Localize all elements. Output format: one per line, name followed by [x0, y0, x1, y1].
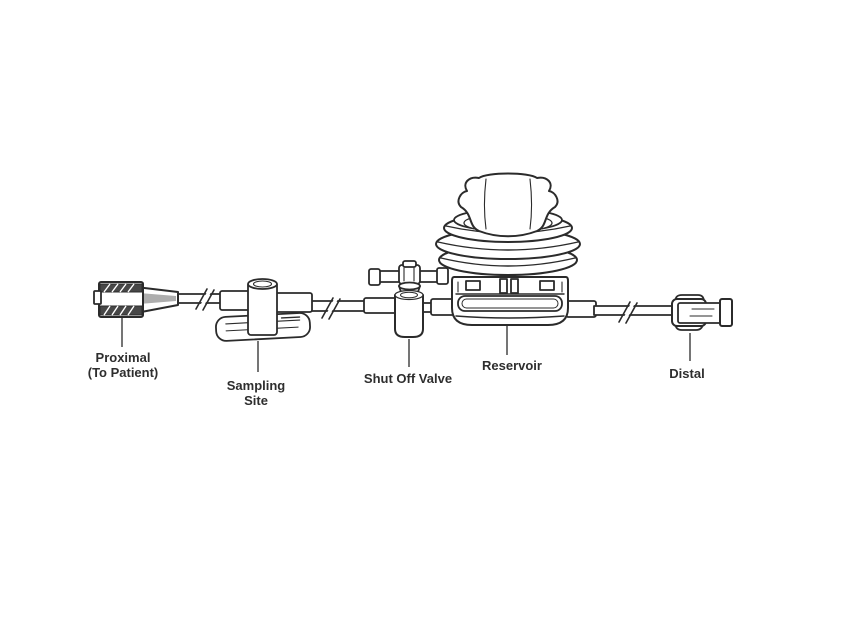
- distal-barrel: [677, 302, 723, 324]
- valve-handle-knob: [402, 260, 417, 268]
- break-mark-3: [618, 301, 638, 324]
- valve-handle-cap-right: [436, 267, 449, 285]
- proximal-label-line1: Proximal: [96, 350, 151, 365]
- valve-collar-top: [398, 281, 421, 291]
- proximal-tab: [93, 290, 102, 305]
- proximal-cap-knurling-top: [99, 283, 143, 293]
- reservoir: [435, 172, 581, 326]
- leader-lines: [121, 316, 691, 372]
- reservoir-handle: [457, 172, 559, 238]
- reservoir-internal-detail: [455, 278, 565, 295]
- tube-sleeve-valve-left: [363, 297, 398, 314]
- reservoir-handle-crease: [529, 178, 533, 230]
- proximal-sleeve-shading: [139, 293, 176, 304]
- proximal-connector: [93, 281, 179, 318]
- valve-handle-cap-left: [368, 268, 381, 286]
- break-mark-1: [195, 288, 215, 311]
- distal-label: Distal: [669, 366, 704, 381]
- sampling-label-line1: Sampling: [227, 378, 286, 393]
- tubing: [175, 293, 675, 318]
- reservoir-handle-crease: [483, 178, 487, 230]
- reservoir-bellows-line: [437, 241, 579, 251]
- distal-connector: [671, 294, 733, 331]
- valve-body-socket-inner: [400, 291, 418, 299]
- proximal-label-line2: (To Patient): [88, 365, 159, 380]
- sampling-site: [215, 278, 313, 342]
- sampling-cylinder: [247, 281, 278, 336]
- tube-segment-mid: [309, 300, 369, 312]
- valve-body: [394, 294, 424, 338]
- reservoir-window-inner: [461, 298, 559, 309]
- reservoir-label: Reservoir: [482, 358, 542, 373]
- shut-off-valve-label: Shut Off Valve: [364, 371, 452, 386]
- tube-sleeve-reservoir-right: [565, 300, 597, 318]
- labels: Proximal (To Patient) Sampling Site Shut…: [88, 350, 705, 408]
- break-mark-2: [321, 297, 341, 320]
- reservoir-bellows-line: [440, 257, 576, 267]
- distal-end-cap: [719, 298, 733, 327]
- tube-sleeve-reservoir-left: [430, 298, 455, 316]
- proximal-cap-knurling-bottom: [99, 305, 143, 316]
- shut-off-valve: [368, 260, 449, 338]
- sampling-port-right: [273, 292, 313, 313]
- sampling-septum: [252, 280, 273, 288]
- reservoir-base-line: [455, 315, 565, 319]
- sampling-label-line2: Site: [244, 393, 268, 408]
